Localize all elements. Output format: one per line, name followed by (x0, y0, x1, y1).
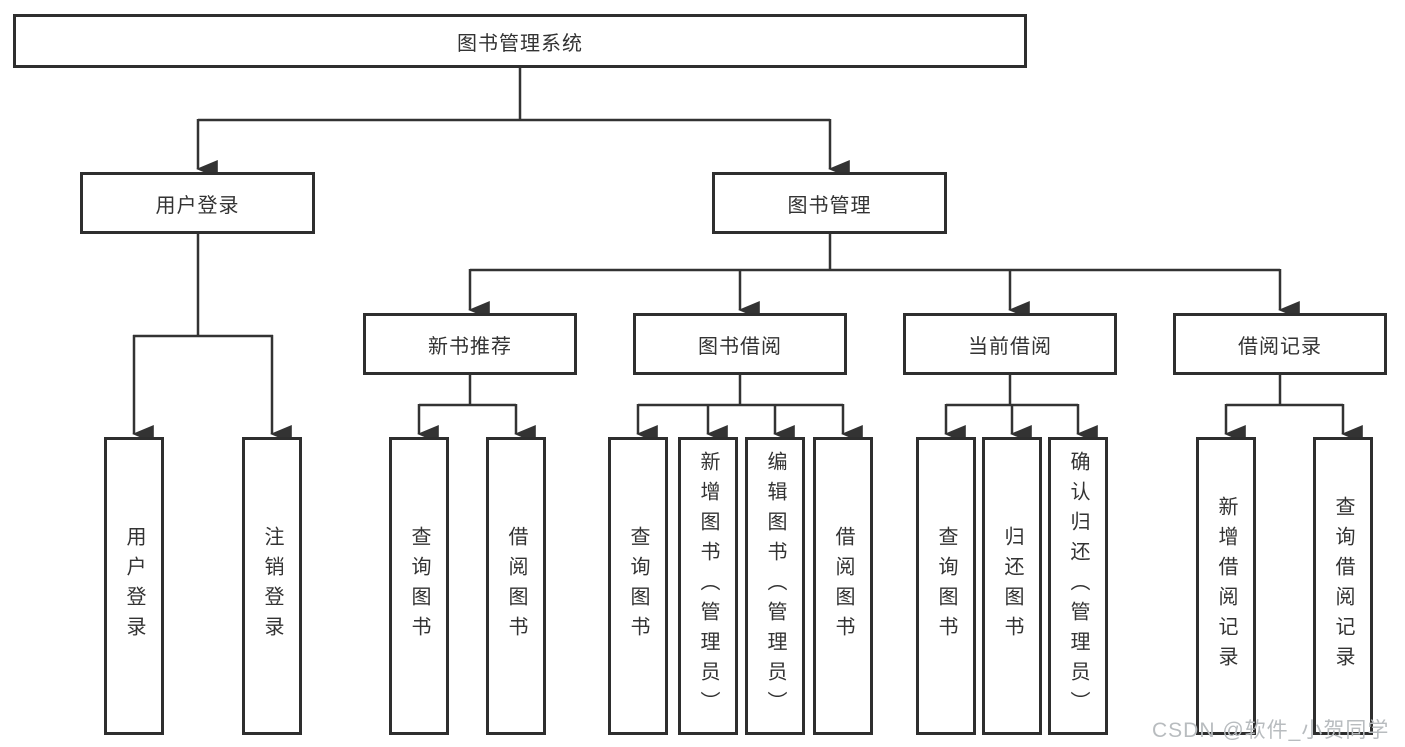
node-label: 借阅图书 (505, 526, 527, 646)
node-label: 查询借阅记录 (1332, 496, 1354, 676)
leaf-borrow-books-recommend: 借阅图书 (486, 437, 546, 735)
leaf-return-books: 归还图书 (982, 437, 1042, 735)
leaf-user-login: 用户登录 (104, 437, 164, 735)
node-label: 新书推荐 (428, 335, 512, 358)
node-label: 新增图书（管理员） (697, 451, 719, 721)
node-label: 图书管理系统 (457, 32, 583, 55)
node-label: 图书管理 (787, 194, 872, 217)
watermark-text: CSDN @软件_小贺同学 (1152, 719, 1390, 742)
node-label: 注销登录 (261, 526, 283, 646)
node-label: 查询图书 (935, 526, 957, 646)
leaf-edit-book-admin: 编辑图书（管理员） (745, 437, 805, 735)
node-new-book-recommendation: 新书推荐 (363, 313, 577, 375)
node-label: 图书借阅 (698, 335, 782, 358)
node-book-management: 图书管理 (712, 172, 947, 234)
node-label: 确认归还（管理员） (1067, 451, 1089, 721)
leaf-confirm-return-admin: 确认归还（管理员） (1048, 437, 1108, 735)
leaf-query-books-current: 查询图书 (916, 437, 976, 735)
node-current-borrowing: 当前借阅 (903, 313, 1117, 375)
node-book-borrowing: 图书借阅 (633, 313, 847, 375)
leaf-logout: 注销登录 (242, 437, 302, 735)
leaf-add-book-admin: 新增图书（管理员） (678, 437, 738, 735)
node-user-login: 用户登录 (80, 172, 315, 234)
node-label: 查询图书 (408, 526, 430, 646)
node-label: 借阅图书 (832, 526, 854, 646)
node-label: 新增借阅记录 (1215, 496, 1237, 676)
node-label: 用户登录 (123, 526, 145, 646)
node-label: 查询图书 (627, 526, 649, 646)
node-label: 用户登录 (155, 194, 240, 217)
node-label: 借阅记录 (1238, 335, 1322, 358)
leaf-query-books-borrowing: 查询图书 (608, 437, 668, 735)
leaf-add-borrow-record: 新增借阅记录 (1196, 437, 1256, 735)
leaf-borrow-books-borrowing: 借阅图书 (813, 437, 873, 735)
node-library-system: 图书管理系统 (13, 14, 1027, 68)
node-label: 归还图书 (1001, 526, 1023, 646)
leaf-query-books-recommend: 查询图书 (389, 437, 449, 735)
node-borrowing-records: 借阅记录 (1173, 313, 1387, 375)
leaf-query-borrow-record: 查询借阅记录 (1313, 437, 1373, 735)
node-label: 编辑图书（管理员） (764, 451, 786, 721)
node-label: 当前借阅 (968, 335, 1052, 358)
